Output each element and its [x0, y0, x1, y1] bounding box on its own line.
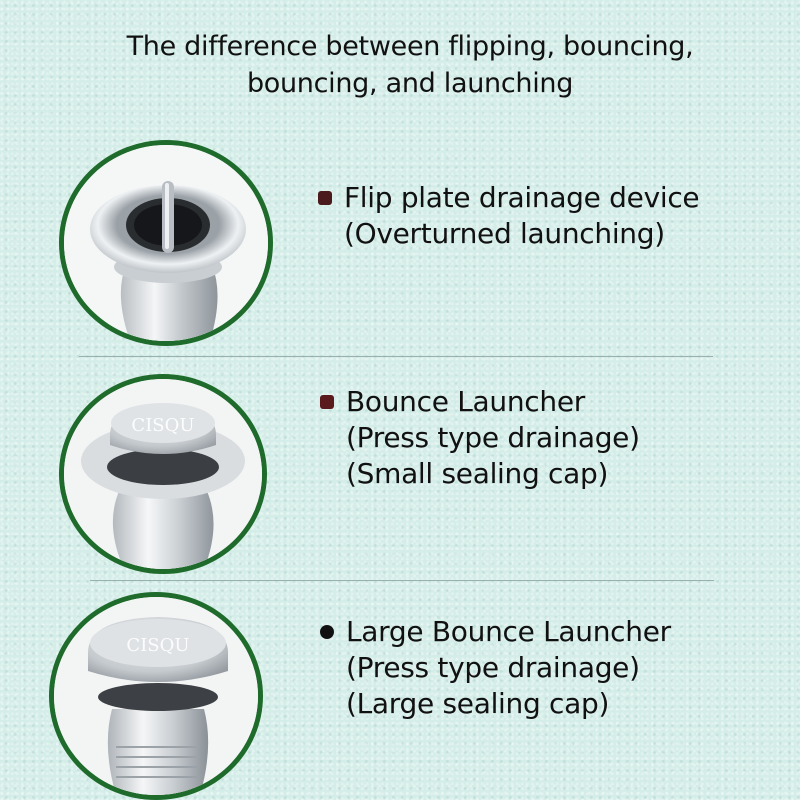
title-line-2: bouncing, and launching	[246, 68, 574, 99]
section-divider-2	[90, 580, 714, 581]
product-3-detail-2: (Large sealing cap)	[346, 687, 610, 720]
product-1-detail-1: (Overturned launching)	[344, 217, 665, 250]
product-1-heading: Flip plate drainage device	[318, 180, 700, 216]
bullet-icon	[320, 625, 334, 639]
page-title: The difference between flipping, bouncin…	[40, 28, 780, 102]
product-3-detail-1: (Press type drainage)	[346, 651, 640, 684]
product-1-description: Flip plate drainage device (Overturned l…	[318, 180, 700, 252]
product-2-heading: Bounce Launcher	[320, 384, 640, 420]
large-bounce-launcher-illustration: CISQU	[54, 597, 258, 795]
product-2-description: Bounce Launcher (Press type drainage) (S…	[320, 384, 640, 492]
large-bounce-launcher-image: CISQU	[49, 592, 263, 800]
flip-plate-drain-image	[59, 140, 273, 346]
product-3-description: Large Bounce Launcher (Press type draina…	[320, 614, 671, 722]
cap-logo-text: CISQU	[126, 635, 189, 656]
product-1-name: Flip plate drainage device	[344, 181, 700, 214]
product-3-name: Large Bounce Launcher	[346, 615, 671, 648]
bullet-icon	[318, 191, 332, 205]
bounce-launcher-image: CISQU	[59, 374, 267, 574]
product-2-detail-1: (Press type drainage)	[346, 421, 640, 454]
section-divider-1	[79, 356, 713, 357]
cap-logo-text: CISQU	[131, 415, 194, 436]
product-3-heading: Large Bounce Launcher	[320, 614, 671, 650]
product-2-detail-2: (Small sealing cap)	[346, 457, 609, 490]
bounce-launcher-illustration: CISQU	[64, 379, 262, 569]
product-2-name: Bounce Launcher	[346, 385, 585, 418]
bullet-icon	[320, 395, 334, 409]
title-line-1: The difference between flipping, bouncin…	[126, 31, 694, 62]
flip-plate-drain-illustration	[64, 145, 268, 341]
